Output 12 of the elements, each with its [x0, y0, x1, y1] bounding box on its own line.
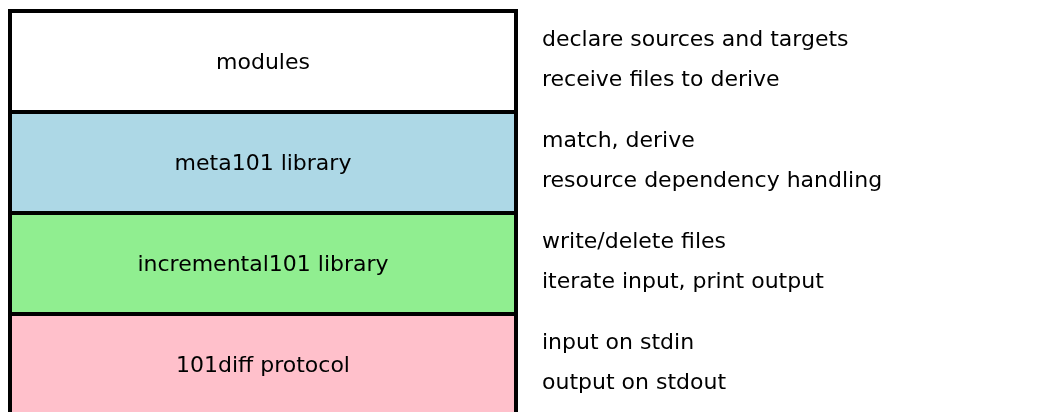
layer-name: meta101 library	[174, 151, 352, 174]
layer-description: receive files to derive	[542, 65, 781, 93]
layer-name: incremental101 library	[137, 252, 389, 275]
layer-description: iterate input, print output	[542, 267, 824, 295]
layer-name: 101diff protocol	[176, 353, 350, 376]
layer-description: write/delete files	[542, 227, 727, 255]
layer-description: input on stdin	[542, 328, 696, 356]
layer-description: resource dependency handling	[542, 166, 883, 194]
layer-description: output on stdout	[542, 368, 727, 396]
layer-description: match, derive	[542, 126, 696, 154]
layer-name: modules	[216, 50, 310, 73]
layer-description: declare sources and targets	[542, 25, 849, 53]
